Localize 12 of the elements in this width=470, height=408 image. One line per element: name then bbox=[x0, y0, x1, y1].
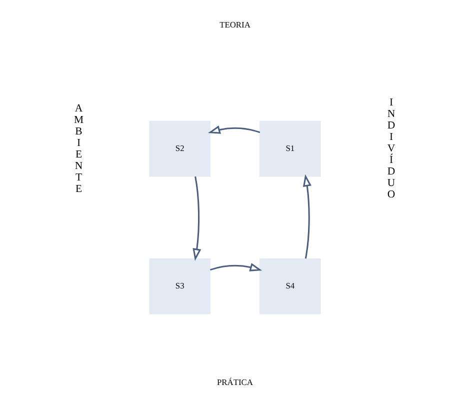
arrow bbox=[208, 126, 260, 134]
label: A M B I E N T E bbox=[74, 102, 84, 195]
arrow bbox=[210, 263, 262, 272]
label: I N D I V Í D U O bbox=[387, 96, 396, 201]
node-box: S2 bbox=[149, 120, 210, 177]
node-box: S3 bbox=[149, 258, 210, 314]
arrow bbox=[192, 176, 202, 261]
label: TEORIA bbox=[220, 19, 250, 30]
arrow bbox=[302, 174, 312, 259]
node-box: S1 bbox=[260, 120, 321, 177]
node-box: S4 bbox=[260, 258, 321, 314]
label: PRÁTICA bbox=[217, 376, 253, 387]
